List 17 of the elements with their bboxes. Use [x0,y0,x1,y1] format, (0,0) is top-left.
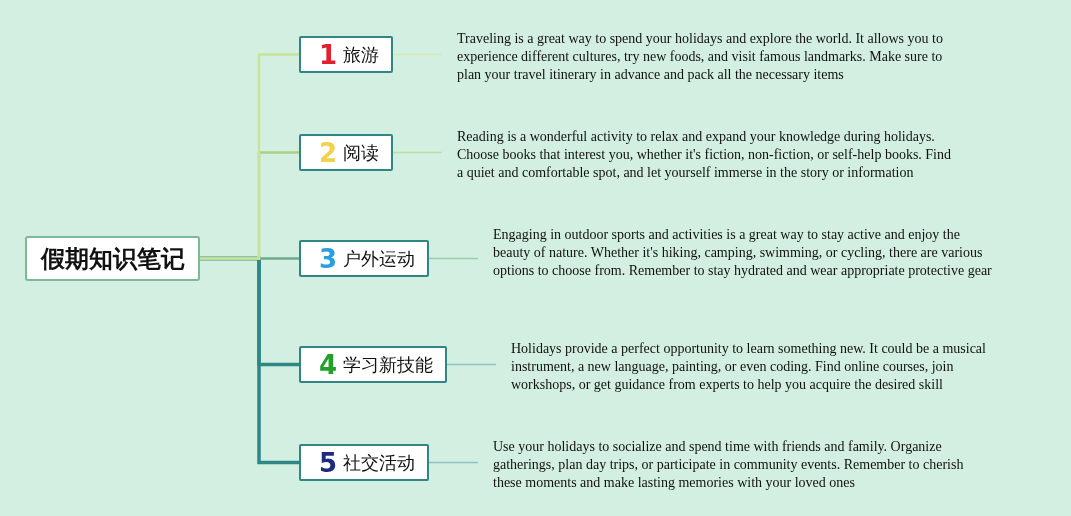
note-text: Engaging in outdoor sports and activities is a great way to stay active and enjoy the beauty of nature. Whether it's hiking, camping, swimming, or cycling, there are various options to choose from. Remember to stay hydrated and wear appropriate protective gear [493,226,993,280]
note-text: Holidays provide a perfect opportunity to learn something new. It could be a musical instrument, a new language, painting, or even coding. Find online courses, join workshops, or get guidance from experts to help you acquire the desired skill [511,340,987,394]
connector-line [428,257,479,260]
root-box: 假期知识笔记 [25,236,200,281]
connector-line [446,363,497,366]
connector-line [200,53,299,260]
topic-box: 5 社交活动 [299,444,429,481]
topic-box: 2 阅读 [299,134,393,171]
topic-box: 3 户外运动 [299,240,429,277]
note-text: Traveling is a great way to spend your holidays and explore the world. It allows you to experience different cultures, try new foods, and visit famous landmarks. Make sure to plan your travel itinerary in advance and pack all the necessary items [457,30,944,84]
topic-box: 1 旅游 [299,36,393,73]
note-text: Use your holidays to socialize and spend time with friends and family. Organize gatherings, plan day trips, or participate in community events. Remember to cherish these moments and make lasting memories with your loved ones [493,438,965,492]
connector-line [428,461,479,464]
connector-line [392,53,443,56]
topic-box: 4 学习新技能 [299,346,447,383]
connector-line [392,151,443,154]
note-text: Reading is a wonderful activity to relax and expand your knowledge during holidays. Choose books that interest you, whether it's fiction, non-fiction, or self-help books. Find a quiet and comfortable spot, and let yourself immerse in the story or information [457,128,952,182]
